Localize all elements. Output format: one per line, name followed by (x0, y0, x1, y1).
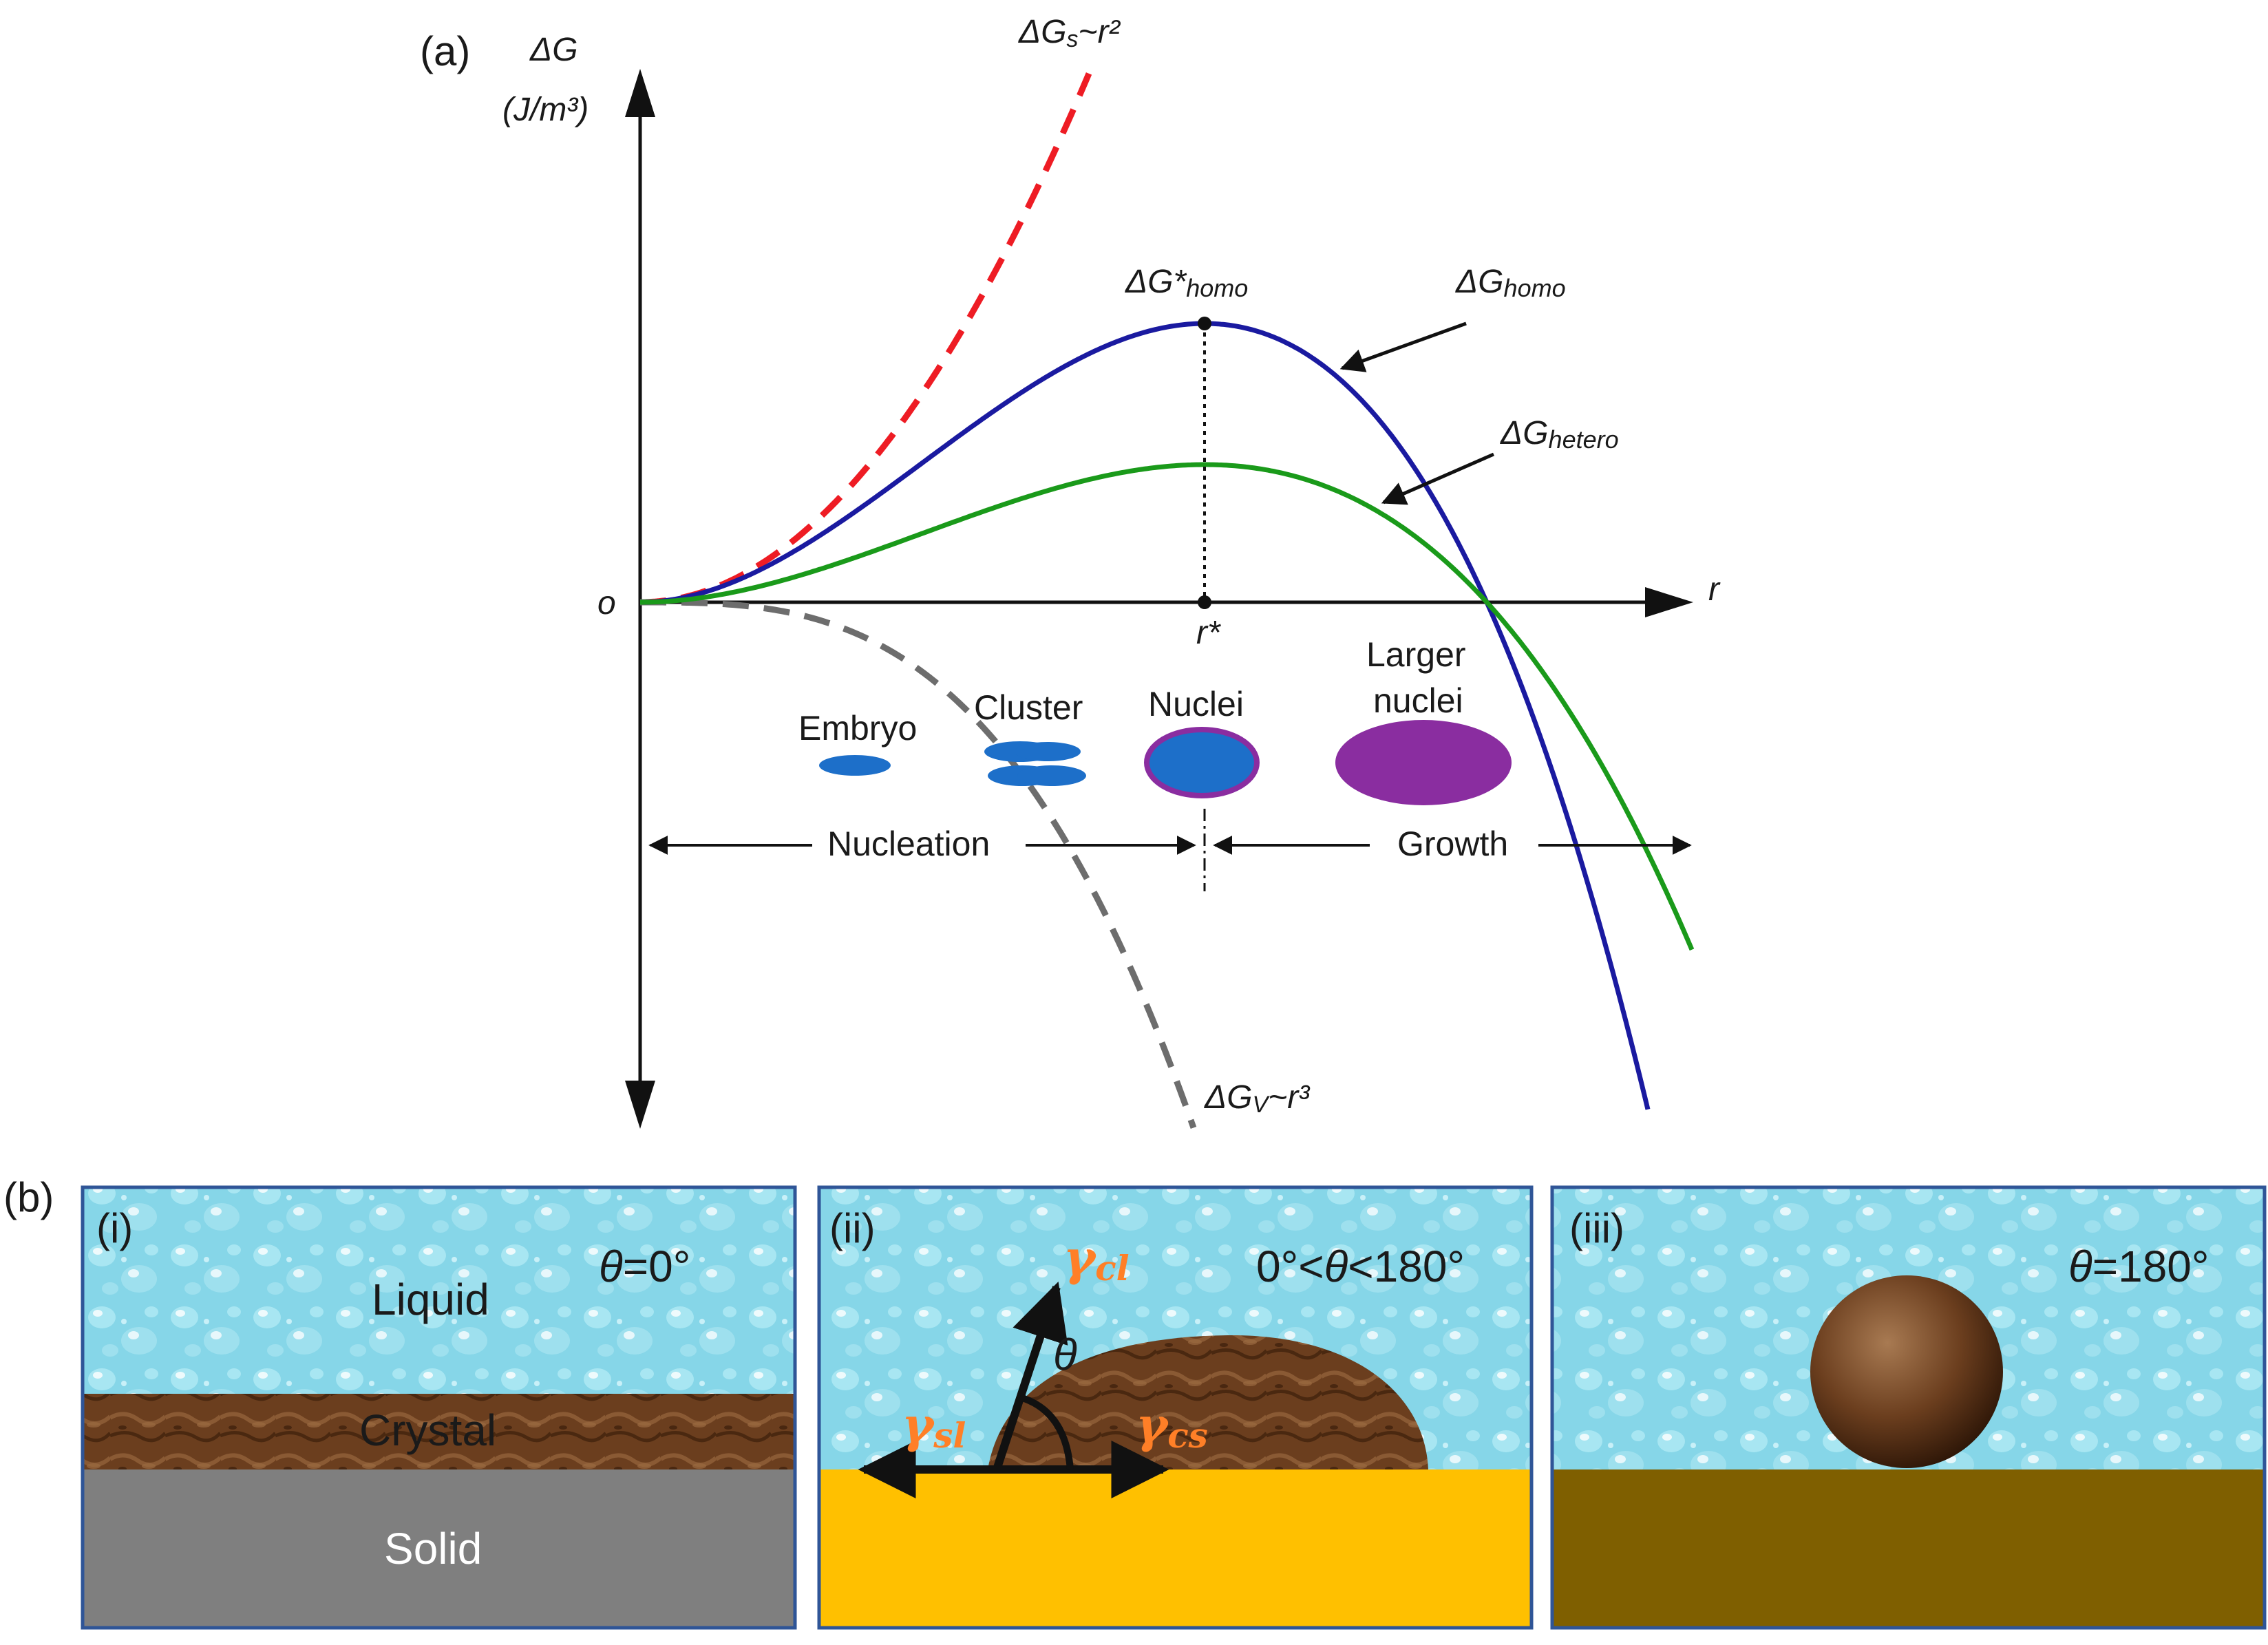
homo-pointer-arrow (1339, 321, 1467, 372)
subpanel-ii: (ii) 0°<θ<180° θ γcl γsl γcs (817, 1185, 1534, 1630)
volume-curve-label: ΔGV~r³ (1204, 1079, 1311, 1118)
panel-b: (b) (i) θ=0° Liquid Crystal Solid (ii) 0… (3, 1174, 2267, 1630)
solid-substrate (819, 1469, 1532, 1628)
cluster-label: Cluster (974, 688, 1083, 727)
subpanel-border (817, 1185, 1534, 1630)
gamma-sl-label: γsl (902, 1397, 966, 1456)
subpanel-label: (ii) (829, 1205, 876, 1251)
hetero-curve-label: ΔGhetero (1500, 415, 1619, 454)
crystal-sphere (1810, 1275, 2003, 1468)
surface-curve-label: ΔGs~r² (1018, 14, 1121, 52)
subpanel-i: (i) θ=0° Liquid Crystal Solid (81, 1185, 797, 1630)
larger-nuclei-label-line2: nuclei (1373, 681, 1463, 720)
solid-label: Solid (384, 1524, 482, 1573)
larger-nuclei-label-line1: Larger (1366, 635, 1466, 674)
y-axis-label: ΔG (529, 32, 578, 68)
crystal-layer (83, 1394, 795, 1469)
subpanel-border (1550, 1185, 2267, 1630)
larger-nuclei-shape (1335, 720, 1512, 805)
r-star-label: r* (1196, 615, 1221, 651)
origin-label: o (597, 585, 616, 622)
x-axis-arrow (1645, 587, 1693, 617)
curve-homogeneous (640, 321, 1651, 1110)
curve-surface-energy (640, 72, 1092, 606)
subpanel-border (81, 1185, 797, 1630)
y-axis-arrow-down (625, 1081, 655, 1129)
homo-curve-label: ΔGhomo (1455, 264, 1566, 302)
panel-b-label: (b) (3, 1174, 54, 1220)
contact-angle-label: θ=0° (599, 1242, 690, 1291)
crystal-label: Crystal (359, 1405, 496, 1455)
crystal-droplet (988, 1335, 1428, 1469)
gamma-cl-label: γcl (1063, 1229, 1130, 1288)
nucleation-label: Nucleation (827, 825, 990, 863)
growth-label: Growth (1397, 825, 1508, 863)
solid-substrate (1552, 1469, 2265, 1628)
embryo-label: Embryo (798, 709, 917, 747)
peak-label: ΔG*homo (1125, 264, 1248, 302)
subpanel-label: (iii) (1569, 1205, 1624, 1251)
y-axis-arrow-up (625, 69, 655, 117)
contact-angle-label: θ=180° (2068, 1242, 2209, 1291)
contact-angle-arc (1019, 1394, 1074, 1470)
angle-symbol: θ (1053, 1330, 1077, 1379)
gamma-cl-vector (993, 1282, 1068, 1471)
curve-heterogeneous (640, 462, 1695, 951)
embryo-shape (819, 755, 891, 776)
hetero-pointer-arrow (1381, 452, 1495, 505)
cluster-shape (984, 741, 1086, 786)
panel-a: (a) ΔG (J/m³) r o r* ΔG*homo ΔGs~r² ΔGV~… (420, 14, 1721, 1129)
liquid-label: Liquid (372, 1275, 489, 1324)
y-axis-unit: (J/m³) (502, 92, 589, 128)
gamma-cs-label: γcs (1136, 1397, 1208, 1456)
panel-a-label: (a) (420, 28, 470, 74)
x-axis-label: r (1708, 571, 1721, 608)
nuclei-shape (1144, 727, 1260, 798)
liquid-layer (83, 1187, 795, 1394)
contact-angle-label: 0°<θ<180° (1256, 1242, 1465, 1291)
curve-volume-energy (640, 599, 1197, 1129)
peak-point (1198, 317, 1211, 330)
subpanel-label: (i) (96, 1205, 133, 1251)
subpanel-iii: (iii) θ=180° (1550, 1185, 2267, 1630)
nuclei-label: Nuclei (1148, 685, 1244, 723)
solid-substrate (83, 1469, 795, 1628)
r-star-point (1198, 595, 1211, 609)
